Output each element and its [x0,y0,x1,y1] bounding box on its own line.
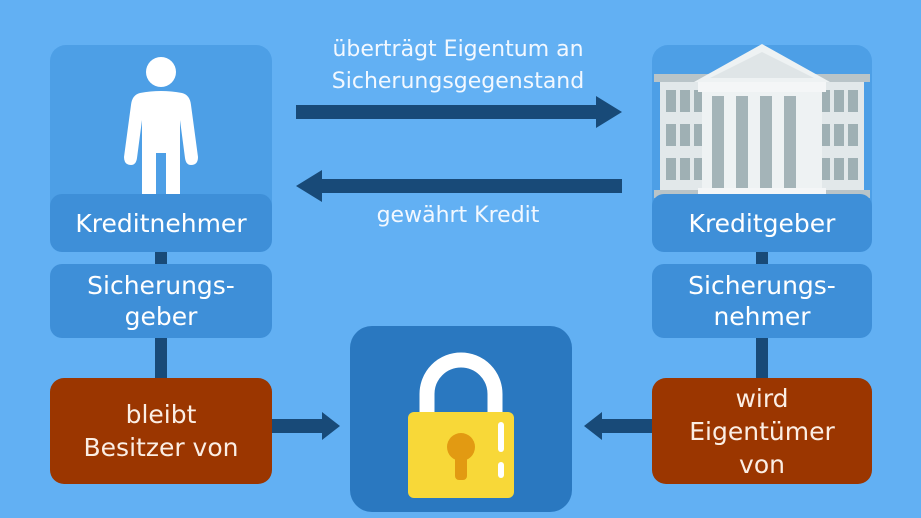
credit-label: gewährt Kredit [280,200,636,232]
lender-role: Sicherungs- nehmer [652,264,872,338]
lender-title: Kreditgeber [652,194,872,252]
lender-title-text: Kreditgeber [688,208,836,238]
lender-status: wird Eigentümer von [652,378,872,484]
role-line: geber [124,302,198,331]
role-line: Sicherungs- [688,271,836,300]
status-line: von [739,449,785,479]
connector [155,252,167,264]
transfer-label: überträgt Eigentum an Sicherungsgegensta… [280,34,636,98]
status-line: Besitzer von [83,433,239,462]
status-line: Eigentümer [689,416,835,446]
transfer-label-line: Sicherungsgegenstand [331,69,585,94]
connector [756,338,768,378]
status-line: wird [735,383,789,413]
role-line: Sicherungs- [87,271,235,300]
role-line: nehmer [713,302,811,331]
arrow-right-icon [296,96,622,128]
borrower-role: Sicherungs- geber [50,264,272,338]
connector [756,252,768,264]
transfer-label-line: überträgt Eigentum an [332,37,584,62]
arrow-left-icon [296,170,622,202]
status-line: bleibt [125,400,197,429]
credit-label-text: gewährt Kredit [376,203,540,228]
arrow-right-icon [272,412,340,440]
borrower-status: bleibt Besitzer von [50,378,272,484]
connector [155,338,167,378]
borrower-title: Kreditnehmer [50,194,272,252]
padlock-icon [408,352,514,498]
borrower-title-text: Kreditnehmer [75,208,247,238]
bank-building-icon [654,44,870,198]
person-icon [124,57,198,195]
arrow-left-icon [584,412,652,440]
